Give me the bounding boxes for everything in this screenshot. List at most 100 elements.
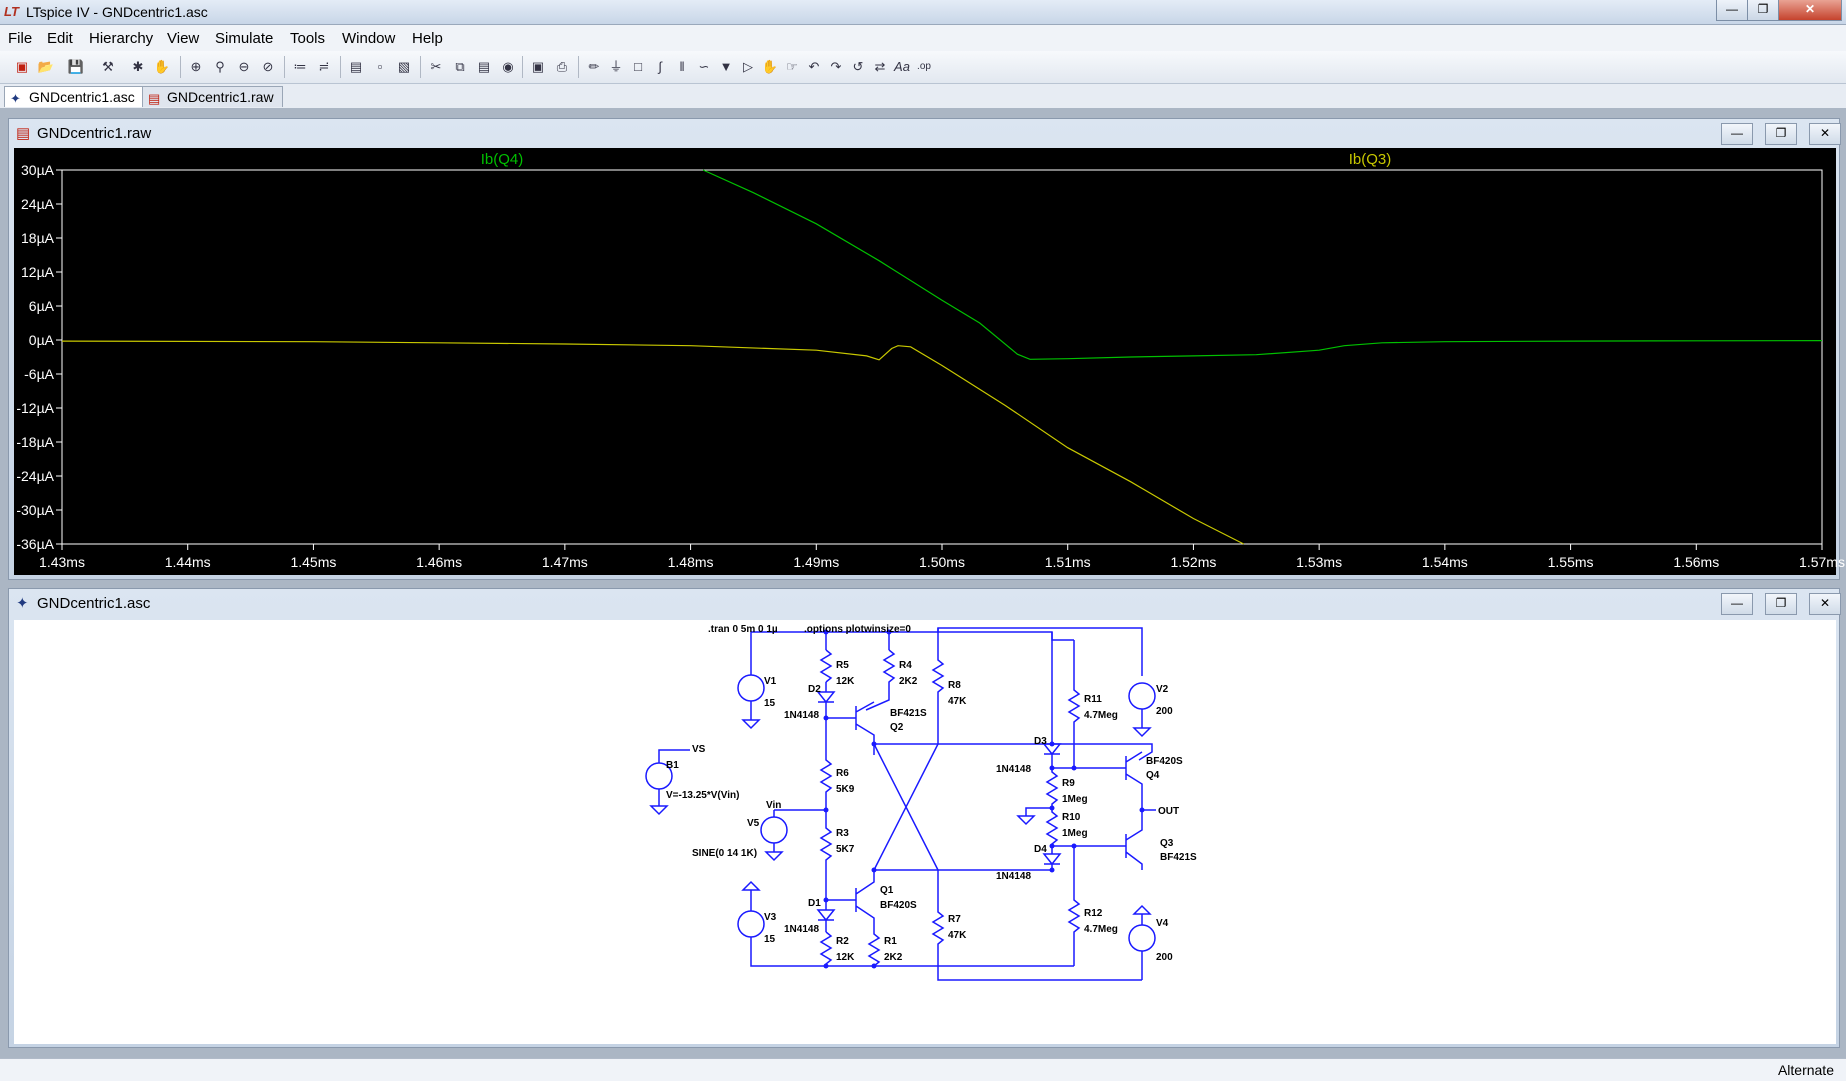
autorange-icon[interactable]: ≔ [293,59,307,74]
resistor-r9[interactable] [1045,768,1059,808]
tile-horizontal-icon[interactable]: ▤ [349,59,363,74]
spice-directive-tran[interactable]: .tran 0 5m 0 1µ [708,624,778,635]
menu-simulate[interactable]: Simulate [215,30,274,47]
voltage-source-v5[interactable] [760,816,788,844]
spice-directive-options[interactable]: .options plotwinsize=0 [804,624,911,635]
halt-icon[interactable]: ✋ [153,59,171,74]
value-r6: 5K9 [836,784,855,795]
trace-ibq4[interactable] [702,169,1823,360]
resistor-icon[interactable]: ∫ [658,59,662,74]
resistor-r4[interactable] [865,649,896,711]
redo-icon[interactable]: ↷ [830,59,842,74]
menu-tools[interactable]: Tools [290,30,326,47]
waveform-minimize-button[interactable]: — [1721,123,1753,145]
diode-d4[interactable] [1042,846,1062,870]
diode-d1[interactable] [816,900,836,932]
menu-hierarchy[interactable]: Hierarchy [89,30,154,47]
run-icon[interactable]: ✱ [132,59,144,74]
rotate-icon[interactable]: ↺ [852,59,864,74]
menu-edit[interactable]: Edit [47,30,73,47]
close-button[interactable]: ✕ [1778,0,1842,21]
resistor-r2[interactable] [819,931,833,966]
resistor-r1[interactable] [867,930,881,967]
voltage-source-v1[interactable] [737,674,765,702]
x-tick-label: 1.46ms [416,554,462,570]
resistor-r12[interactable] [1067,846,1081,966]
open-icon[interactable]: 📂 [37,59,55,74]
menu-help[interactable]: Help [412,30,443,47]
resistor-r6[interactable] [819,718,833,810]
inductor-icon[interactable]: ∽ [698,59,710,74]
y-tick-label: -24µA [16,468,54,484]
save-icon[interactable]: 💾 [67,59,85,74]
resistor-r7[interactable] [931,870,1142,981]
resistor-r11[interactable] [1067,640,1081,768]
waveform-close-button[interactable]: ✕ [1809,123,1841,145]
schematic-canvas[interactable]: .tran 0 5m 0 1µ .options plotwinsize=0 V… [14,620,1836,1044]
drag-icon[interactable]: ☞ [786,59,798,74]
tab-schematic[interactable]: ✦ GNDcentric1.asc [4,86,144,107]
delete-trace-icon[interactable]: ≓ [318,59,330,74]
x-tick-label: 1.50ms [919,554,965,570]
diode-d3[interactable] [1042,734,1062,768]
spice-directive-icon[interactable]: .op [917,61,931,72]
schematic-minimize-button[interactable]: — [1721,593,1753,615]
tab-waveform[interactable]: ▤ GNDcentric1.raw [142,86,283,107]
resistor-r5[interactable] [819,649,833,683]
schematic-close-button[interactable]: ✕ [1809,593,1841,615]
text-icon[interactable]: Aa [894,59,910,74]
transistor-q1[interactable] [825,870,875,930]
undo-icon[interactable]: ↶ [808,59,820,74]
minimize-button[interactable]: — [1716,0,1748,21]
new-schematic-icon[interactable]: ▣ [15,59,29,74]
menu-window[interactable]: Window [342,30,396,47]
copy-icon[interactable]: ⧉ [455,59,465,74]
window-title: LTspice IV - GNDcentric1.asc [26,4,208,20]
tile-vertical-icon[interactable]: ▧ [397,59,411,74]
draw-wire-icon[interactable]: ✏ [588,59,600,74]
menu-view[interactable]: View [167,30,200,47]
cascade-icon[interactable]: ▫ [377,59,383,74]
paste-icon[interactable]: ▤ [477,59,491,74]
label-net-icon[interactable]: □ [634,59,642,74]
find-icon[interactable]: ◉ [502,59,514,74]
label-d1: D1 [808,898,821,909]
move-icon[interactable]: ✋ [761,59,779,74]
transistor-q4[interactable] [1052,751,1143,810]
print-preview-icon[interactable]: ▣ [531,59,545,74]
voltage-source-v2[interactable] [1128,682,1156,710]
transistor-q3[interactable] [1052,810,1143,870]
voltage-source-v4[interactable] [1128,924,1156,952]
label-q2: Q2 [890,722,904,733]
ground-icon[interactable]: ⏚ [609,59,623,74]
label-r11: R11 [1084,694,1102,705]
mirror-icon[interactable]: ⇄ [874,59,886,74]
resistor-r3[interactable] [819,810,833,895]
toolbar-separator [180,56,181,78]
trace-ibq3[interactable] [61,340,1244,545]
legend-ib-q3[interactable]: Ib(Q3) [1349,151,1392,168]
maximize-button[interactable]: ❐ [1747,0,1779,21]
legend-ib-q4[interactable]: Ib(Q4) [481,151,524,168]
transistor-q2[interactable] [826,701,875,755]
schematic-drawing: .tran 0 5m 0 1µ .options plotwinsize=0 V… [645,624,1197,981]
diode-icon[interactable]: ▼ [719,59,733,74]
menu-file[interactable]: File [8,30,33,47]
zoom-fit-icon[interactable]: ⊘ [262,59,274,74]
voltage-source-v3[interactable] [737,910,765,938]
cut-icon[interactable]: ✂ [430,59,442,74]
print-icon[interactable]: ⎙ [556,59,568,74]
zoom-out-icon[interactable]: ⊖ [238,59,250,74]
zoom-in-icon[interactable]: ⊕ [190,59,202,74]
diode-d2[interactable] [816,682,836,718]
resistor-r10[interactable] [1045,808,1059,846]
component-icon[interactable]: ▷ [743,59,753,74]
value-v2: 200 [1156,706,1173,717]
pan-icon[interactable]: ⚲ [215,59,225,74]
control-panel-icon[interactable]: ⚒ [102,59,114,74]
resistor-r8[interactable] [931,628,945,730]
capacitor-icon[interactable]: ‖ [679,59,685,74]
schematic-restore-button[interactable]: ❐ [1765,593,1797,615]
waveform-restore-button[interactable]: ❐ [1765,123,1797,145]
